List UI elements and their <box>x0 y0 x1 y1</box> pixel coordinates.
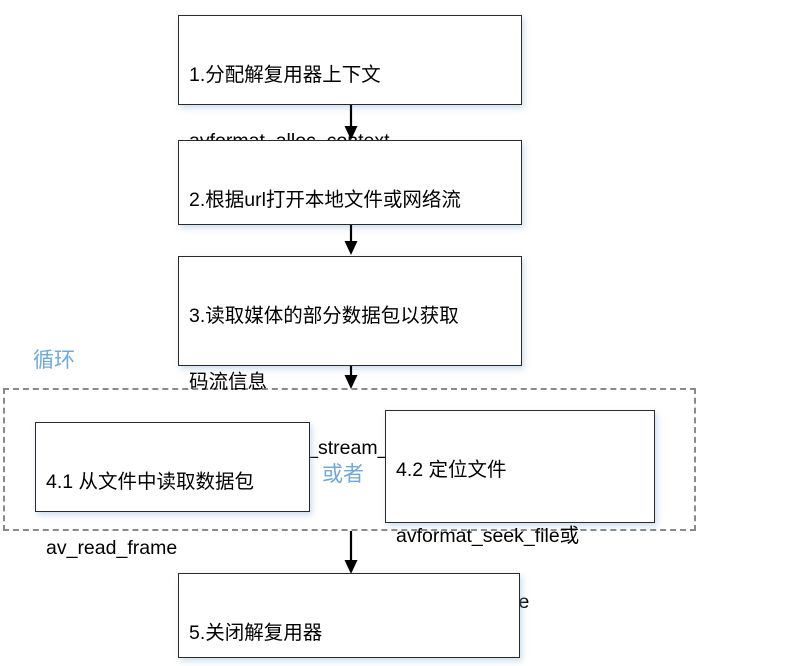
loop-label: 循环 <box>33 349 75 372</box>
read-frame-box[interactable]: 4.1 从文件中读取数据包 av_read_frame <box>35 422 310 559</box>
seek-file-line-1: 4.2 定位文件 <box>396 459 507 481</box>
find-stream-info-line-1: 3.读取媒体的部分数据包以获取 <box>189 305 459 327</box>
loop-region <box>3 388 696 531</box>
alloc-context-box[interactable]: 1.分配解复用器上下文 avformat_alloc_context <box>178 15 522 152</box>
open-input-box[interactable]: 2.根据url打开本地文件或网络流 avformat_open_input <box>178 140 522 277</box>
or-label: 或者 <box>322 463 364 486</box>
seek-file-box[interactable]: 4.2 定位文件 avformat_seek_file或 av_seek_fra… <box>385 410 655 613</box>
read-frame-line-1: 4.1 从文件中读取数据包 <box>46 471 255 493</box>
arrow-step2-to-step3 <box>342 225 360 256</box>
seek-file-line-2: avformat_seek_file或 <box>396 525 580 547</box>
close-input-line-1: 5.关闭解复用器 <box>189 622 323 644</box>
alloc-context-line-1: 1.分配解复用器上下文 <box>189 64 381 86</box>
open-input-line-1: 2.根据url打开本地文件或网络流 <box>189 189 461 211</box>
arrow-step1-to-step2 <box>342 105 360 141</box>
close-input-box[interactable]: 5.关闭解复用器 avformat_close_input <box>178 573 520 658</box>
find-stream-info-box[interactable]: 3.读取媒体的部分数据包以获取 码流信息 avformat_find_strea… <box>178 256 522 459</box>
arrow-loop-to-step5 <box>342 531 360 575</box>
find-stream-info-line-2: 码流信息 <box>189 371 268 393</box>
arrow-step3-to-loop <box>342 366 360 390</box>
read-frame-line-2: av_read_frame <box>46 537 178 559</box>
